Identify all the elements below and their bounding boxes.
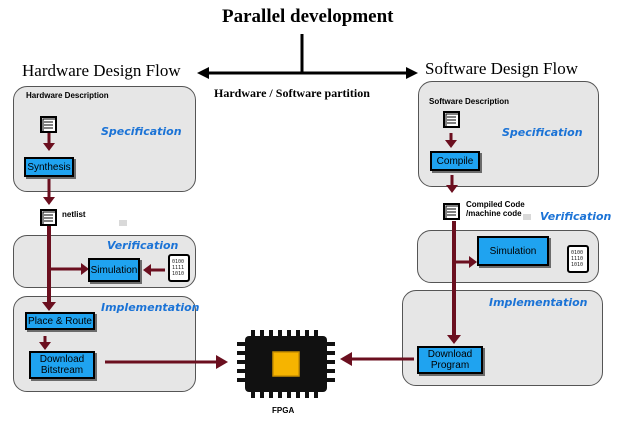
fpga-chip-icon [237, 330, 335, 398]
partition-arrow [197, 34, 418, 79]
fpga-label: FPGA [272, 406, 295, 415]
software-description-label: Software Description [429, 97, 510, 106]
place-route-button[interactable]: Place & Route [25, 312, 95, 330]
sw-placeholder-mark [523, 214, 531, 220]
hardware-bits-text: 0100 1111 1010 [172, 259, 185, 277]
netlist-label: netlist [62, 210, 86, 219]
software-description-document-icon [443, 111, 460, 128]
software-implementation-title: Implementation [489, 296, 588, 309]
netlist-document-icon [40, 209, 57, 226]
hardware-implementation-title: Implementation [101, 301, 200, 314]
partition-label: Hardware / Software partition [214, 86, 370, 100]
software-specification-title: Specification [502, 126, 583, 139]
compiled-code-document-icon [443, 203, 460, 220]
software-verification-title: Verification [540, 210, 612, 223]
synthesis-button[interactable]: Synthesis [24, 157, 74, 177]
compiled-code-label: Compiled Code /machine code [466, 200, 525, 218]
download-program-button[interactable]: Download Program [417, 346, 483, 374]
software-flow-title: Software Design Flow [425, 59, 578, 78]
hardware-specification-title: Specification [101, 125, 182, 138]
parallel-development-title: Parallel development [222, 6, 394, 27]
hardware-verification-title: Verification [107, 239, 179, 252]
software-simulation-button[interactable]: Simulation [477, 236, 549, 266]
hw-placeholder-mark [119, 220, 127, 226]
hardware-testbench-bits-icon: 0100 1111 1010 [168, 254, 190, 282]
compile-button[interactable]: Compile [430, 151, 480, 171]
hardware-simulation-button[interactable]: Simulation [88, 258, 140, 282]
software-testbench-bits-icon: 0100 1110 1010 [567, 245, 589, 273]
download-bitstream-button[interactable]: Download Bitstream [29, 351, 95, 379]
hardware-description-label: Hardware Description [26, 91, 109, 100]
software-bits-text: 0100 1110 1010 [571, 250, 584, 268]
hardware-description-document-icon [40, 116, 57, 133]
hardware-flow-title: Hardware Design Flow [22, 61, 181, 80]
